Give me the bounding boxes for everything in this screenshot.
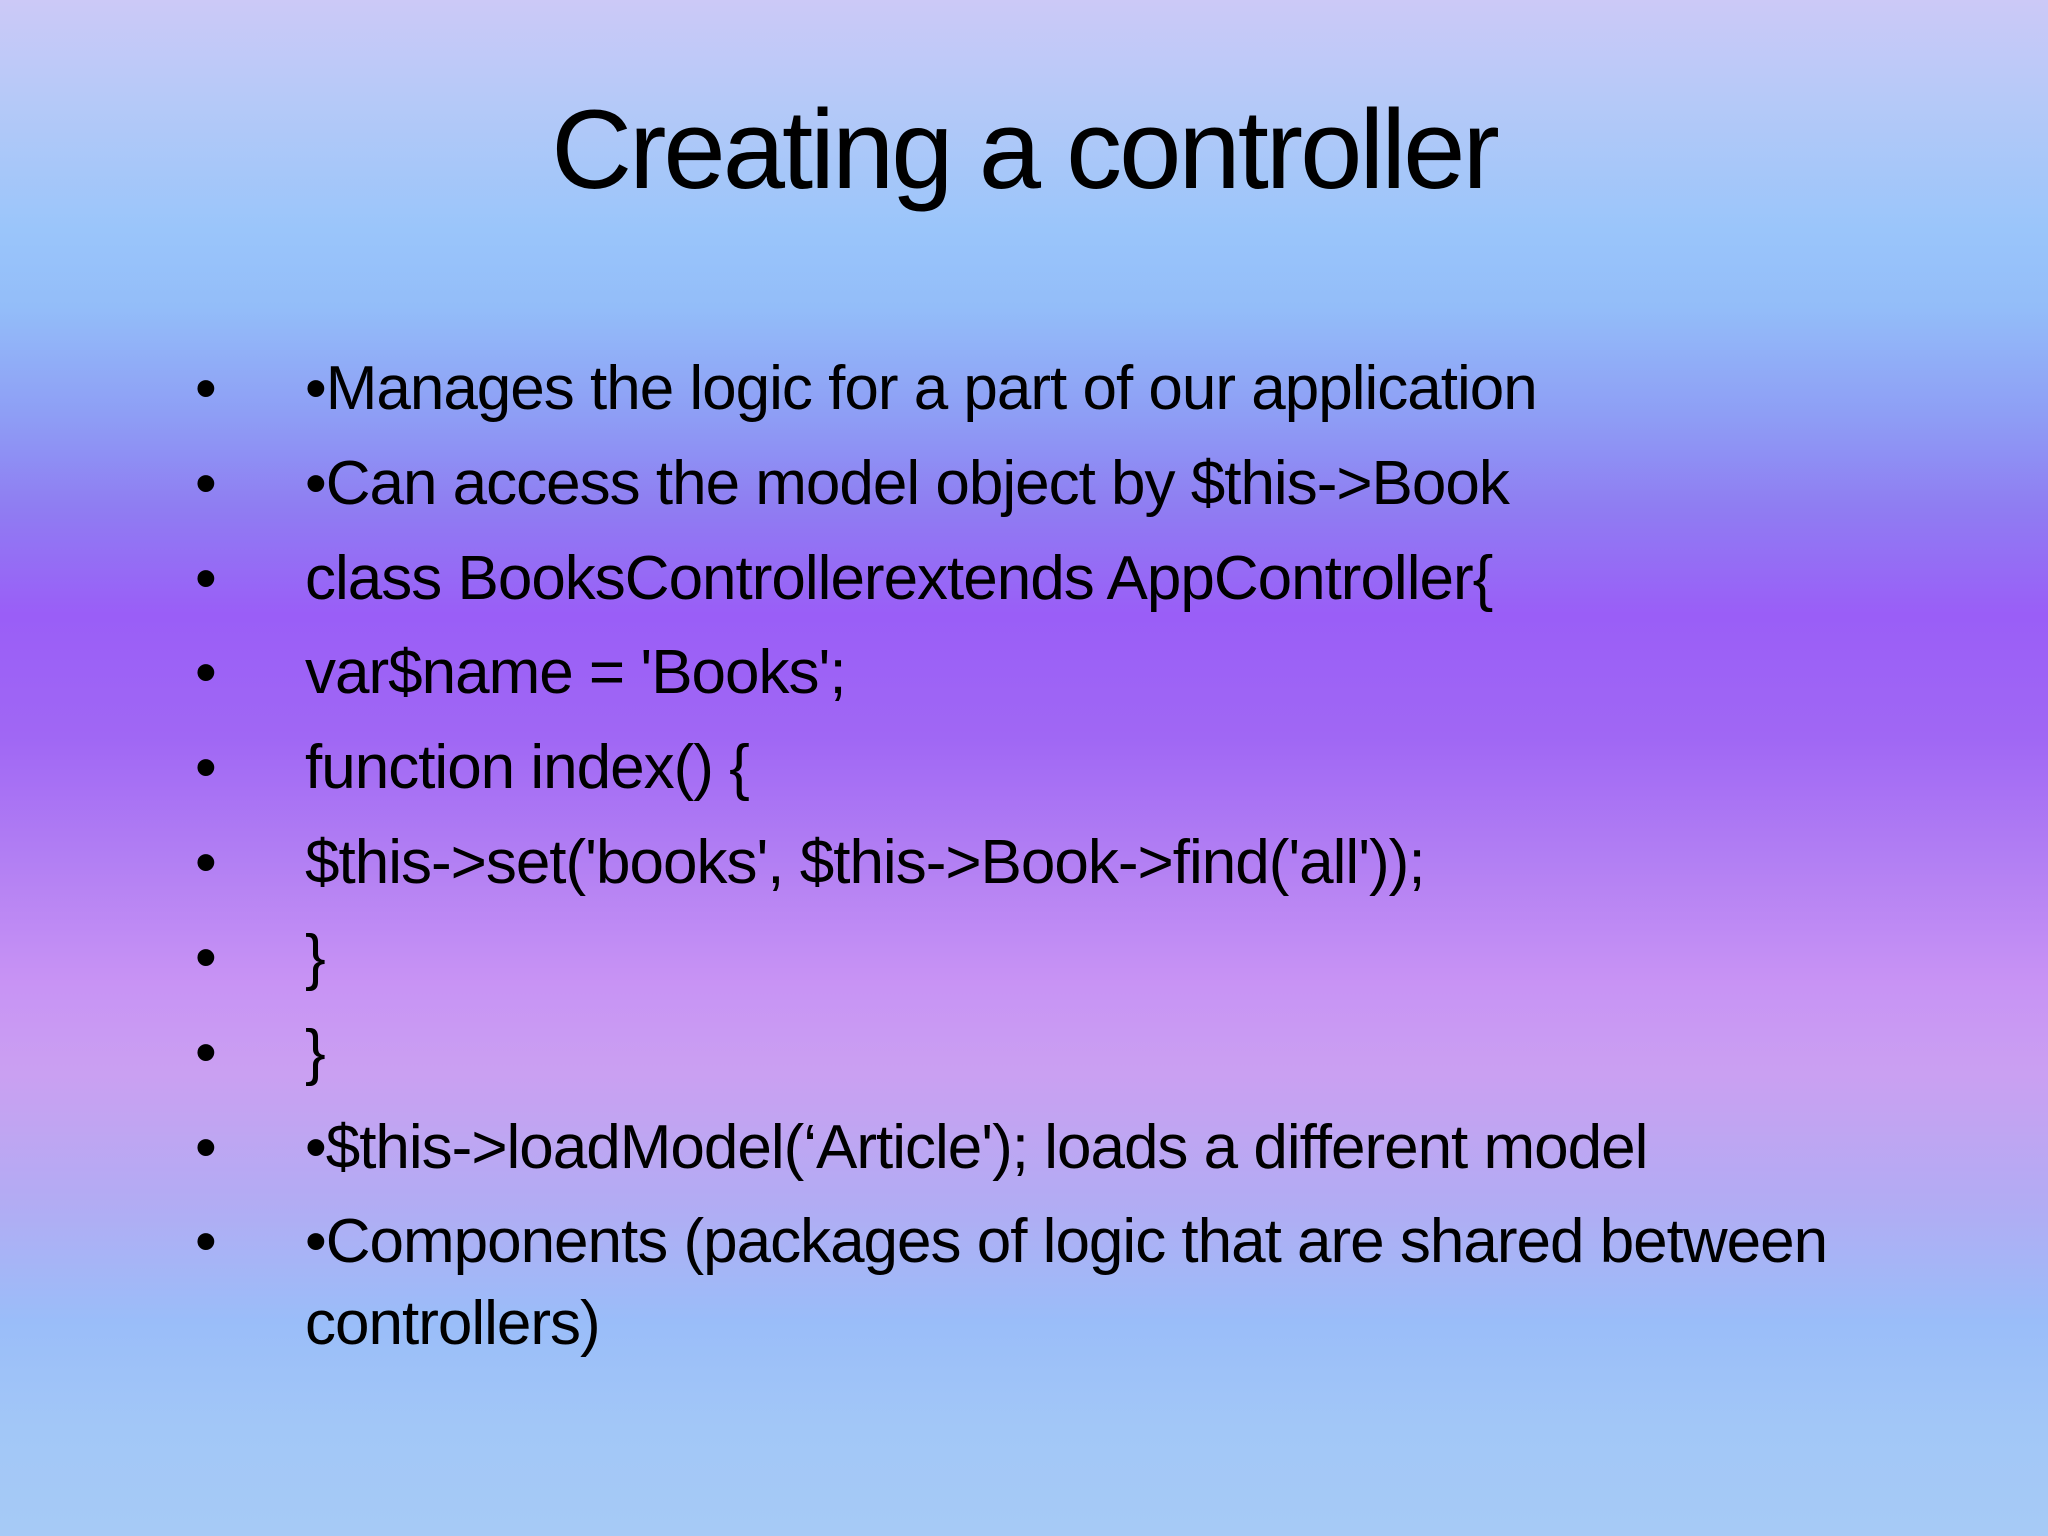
bullet-item: • } bbox=[195, 1012, 1898, 1094]
bullet-item-text: $this->set('books', $this->Book->find('a… bbox=[305, 828, 1426, 898]
bullet-item: • •Can access the model object by $this-… bbox=[195, 443, 1898, 525]
bullet-item: • •Components (packages of logic that ar… bbox=[195, 1201, 1898, 1365]
bullet-marker: • bbox=[195, 828, 217, 898]
bullet-item-text: •Manages the logic for a part of our app… bbox=[305, 354, 1538, 423]
bullet-marker: • bbox=[195, 543, 217, 613]
bullet-item-text: class BooksControllerextends AppControll… bbox=[305, 543, 1493, 613]
bullet-item-text: } bbox=[305, 922, 326, 992]
bullet-item-text: •Can access the model object by $this->B… bbox=[305, 448, 1510, 518]
bullet-marker: • bbox=[195, 638, 217, 708]
bullet-item: • var$name = 'Books'; bbox=[195, 632, 1898, 714]
bullet-marker: • bbox=[195, 354, 217, 423]
slide-title: Creating a controller bbox=[551, 87, 1500, 212]
bullet-item-text: •$this->loadModel(‘Article'); loads a di… bbox=[305, 1112, 1648, 1182]
bullet-list: • •Manages the logic for a part of our a… bbox=[195, 348, 1898, 1365]
bullet-item: • $this->set('books', $this->Book->find(… bbox=[195, 822, 1898, 904]
bullet-item: • class BooksControllerextends AppContro… bbox=[195, 538, 1898, 620]
bullet-item-text: function index() { bbox=[305, 733, 750, 803]
bullet-item: • } bbox=[195, 917, 1898, 999]
bullet-marker: • bbox=[195, 733, 217, 803]
bullet-item-text: } bbox=[305, 1017, 326, 1087]
bullet-marker: • bbox=[195, 922, 217, 992]
bullet-item-text: var$name = 'Books'; bbox=[305, 638, 847, 708]
bullet-item: • •$this->loadModel(‘Article'); loads a … bbox=[195, 1107, 1898, 1189]
bullet-marker: • bbox=[195, 1112, 217, 1182]
bullet-marker: • bbox=[195, 448, 217, 518]
bullet-item: • •Manages the logic for a part of our a… bbox=[195, 348, 1898, 430]
bullet-item: • function index() { bbox=[195, 727, 1898, 809]
bullet-marker: • bbox=[195, 1207, 217, 1277]
bullet-marker: • bbox=[195, 1017, 217, 1087]
bullet-item-text: •Components (packages of logic that are … bbox=[305, 1207, 1828, 1359]
